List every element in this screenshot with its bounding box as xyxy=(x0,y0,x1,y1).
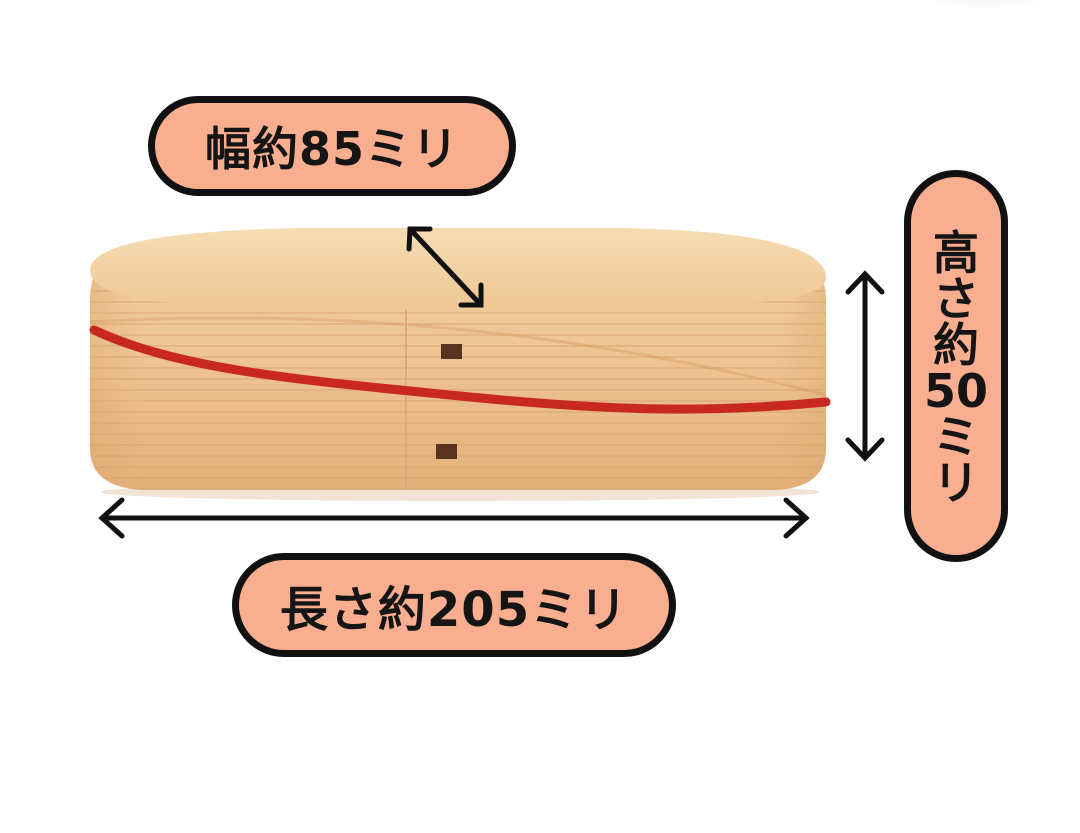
wood-pin-upper xyxy=(441,344,462,359)
length-arrow-icon xyxy=(98,497,810,539)
height-arrow-icon xyxy=(845,270,885,462)
width-label: 幅約85ミリ xyxy=(148,96,516,196)
height-label-char: ミ xyxy=(933,410,979,464)
width-arrow-icon xyxy=(406,226,484,308)
width-label-text: 幅約85ミリ xyxy=(204,122,459,176)
length-label-text: 長さ約205ミリ xyxy=(279,582,629,638)
height-label-char: 約 xyxy=(933,318,979,372)
height-label-char: リ xyxy=(933,456,979,510)
length-label: 長さ約205ミリ xyxy=(232,553,676,657)
height-label-char: さ xyxy=(933,272,979,326)
corner-shadow xyxy=(900,0,1070,10)
height-label: 高 さ 約 50 ミ リ xyxy=(904,170,1008,562)
red-band xyxy=(89,325,831,414)
box-lid-top xyxy=(90,228,826,306)
wood-pin-lower xyxy=(436,444,457,459)
height-label-char: 高 xyxy=(933,226,979,280)
height-label-char: 50 xyxy=(923,364,988,418)
